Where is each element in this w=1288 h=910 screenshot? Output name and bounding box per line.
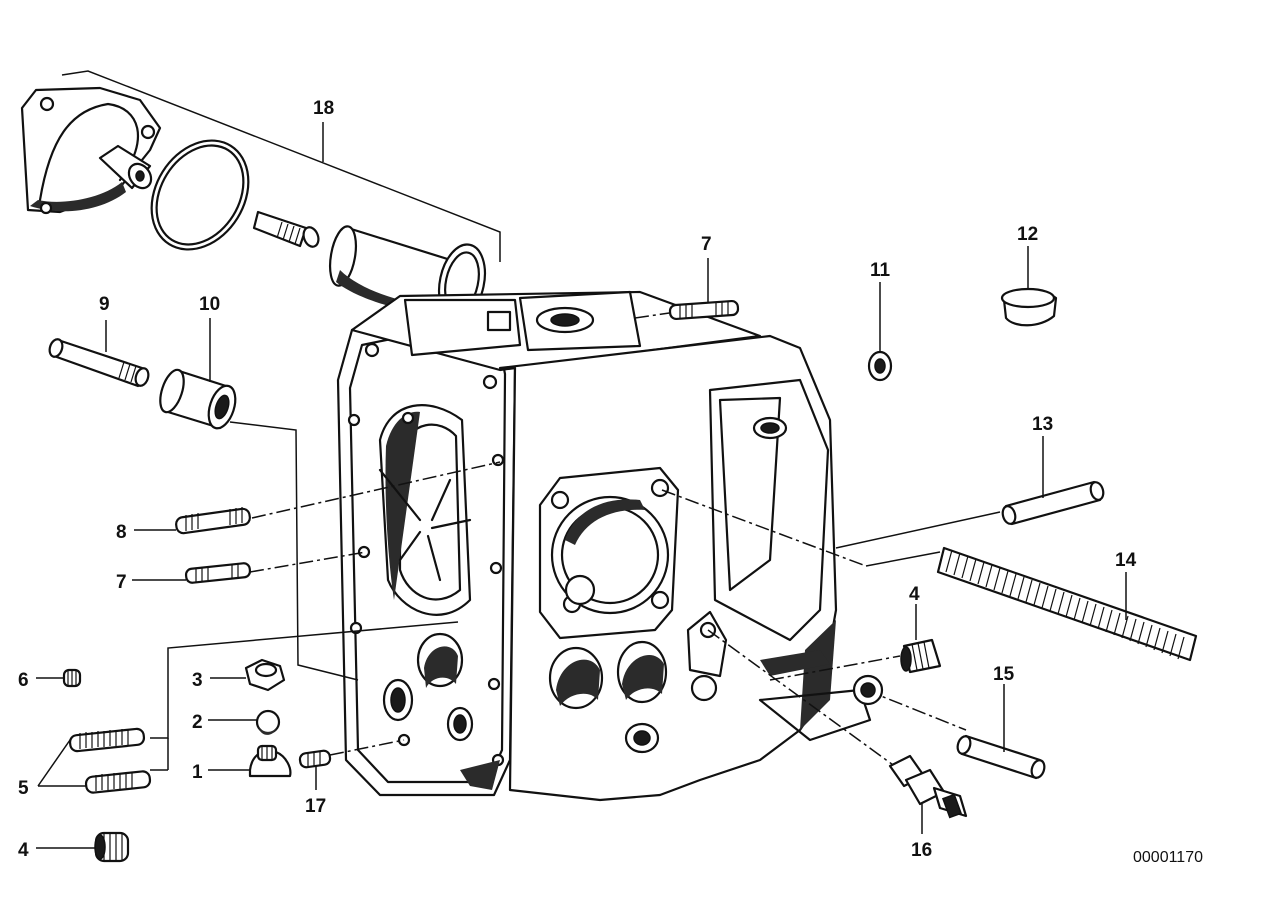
callout-1: 1 [192, 762, 203, 783]
dowel-17 [298, 749, 332, 769]
callout-6: 6 [18, 670, 29, 691]
callout-labels: 18 9 10 8 7 7 11 12 13 14 4 15 16 6 3 2 … [18, 98, 1137, 861]
dowel-15 [956, 734, 1046, 780]
callout-7-top: 7 [701, 234, 712, 255]
ball-2 [255, 709, 281, 735]
callout-3: 3 [192, 670, 203, 691]
callout-7-left: 7 [116, 572, 127, 593]
valve-1 [248, 744, 292, 778]
assembly-lines [150, 311, 1001, 771]
callout-4-right: 4 [909, 584, 920, 605]
plug-4-right [900, 638, 942, 674]
callout-10: 10 [199, 294, 220, 315]
stud-7-left [184, 562, 252, 584]
callout-15: 15 [993, 664, 1015, 685]
plug-4-left [94, 831, 130, 863]
cap-12 [1000, 287, 1058, 327]
washer-11 [867, 350, 893, 382]
loose-parts [48, 287, 1198, 863]
callout-13: 13 [1032, 414, 1053, 435]
callout-16: 16 [911, 840, 932, 861]
drawing-number: 00001170 [1133, 849, 1203, 866]
pin-9 [48, 338, 150, 388]
callout-8: 8 [116, 522, 127, 543]
callout-17: 17 [305, 796, 326, 817]
callout-11: 11 [870, 260, 891, 281]
sender-16 [888, 754, 968, 819]
grub-screw-6 [62, 668, 82, 688]
callout-14: 14 [1115, 550, 1137, 571]
stud-14 [936, 546, 1198, 662]
transmission-housing [336, 290, 872, 802]
nut-3 [244, 658, 286, 692]
bushing-10 [159, 368, 237, 430]
pin-13 [1001, 480, 1105, 526]
callout-4-left: 4 [18, 840, 29, 861]
callout-5: 5 [18, 778, 29, 799]
stud-8 [175, 507, 251, 535]
callout-12: 12 [1017, 224, 1038, 245]
cover-assembly [20, 70, 501, 321]
studs-5 [68, 727, 152, 794]
leader-lines [36, 246, 1127, 849]
callout-2: 2 [192, 712, 203, 733]
callout-9: 9 [99, 294, 110, 315]
stud-7-top [668, 299, 740, 321]
callout-18: 18 [313, 98, 334, 119]
